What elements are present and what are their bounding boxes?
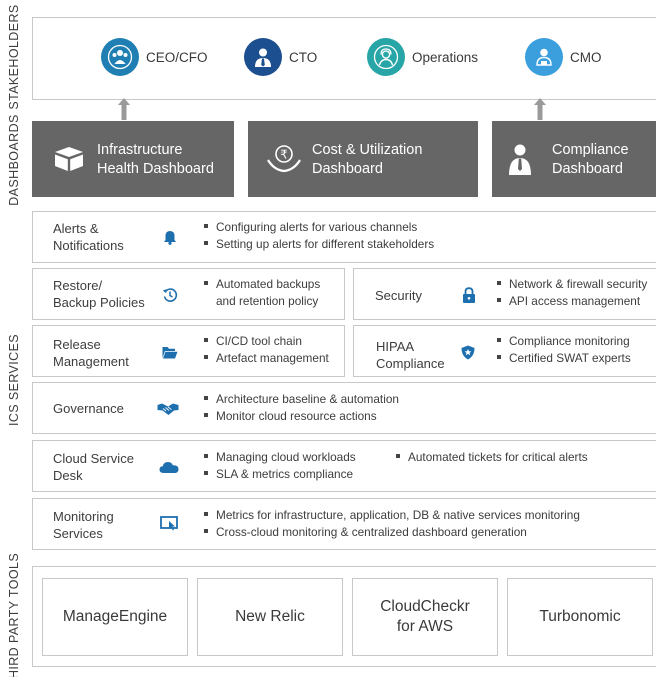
service-bullet: SLA & metrics compliance [204,466,353,483]
stakeholder-name: CMO [570,49,602,65]
service-title: Security [375,288,422,303]
stakeholder-operations: Operations [367,38,478,76]
service-bullet: Artefact management [204,350,329,367]
service-bullet: Setting up alerts for different stakehol… [204,236,434,253]
stakeholder-cmo: CMO [525,38,602,76]
stakeholder-name: Operations [412,49,479,65]
arrow-up-icon [534,98,546,120]
service-bullet: API access management [497,293,640,310]
service-bullet: Architecture baseline & automation [204,391,399,408]
service-bullet: Automated backups [204,276,320,293]
service-bullet: Managing cloud workloads [204,449,356,466]
service-bullet: Compliance monitoring [497,333,630,350]
service-bullet: Certified SWAT experts [497,350,631,367]
stakeholder-cto: CTO [244,38,317,76]
service-bullet-continuation: and retention policy [216,294,319,308]
open-box-icon [52,121,86,197]
service-bullet: Cross-cloud monitoring & centralized das… [204,524,527,541]
monitor-screen-icon [160,515,178,531]
svg-text:₹: ₹ [280,148,288,162]
service-bullet: Metrics for infrastructure, application,… [204,507,580,524]
service-bullet: CI/CD tool chain [204,333,302,350]
shield-icon [460,344,476,360]
person-presenter-icon [525,38,563,76]
person-tie-icon [244,38,282,76]
tool-manageengine: ManageEngine [42,578,188,656]
people-group-icon [101,38,139,76]
service-bullet: Configuring alerts for various channels [204,219,417,236]
tool-new-relic: New Relic [197,578,343,656]
handshake-icon [157,401,179,417]
operator-headset-icon [367,38,405,76]
service-bullet: Monitor cloud resource actions [204,408,377,425]
service-bullet: Network & firewall security [497,276,647,293]
rupee-hand-icon: ₹ [266,121,302,197]
service-bullet: Automated tickets for critical alerts [396,449,588,466]
restore-clock-icon [162,287,178,303]
stakeholder-name: CEO/CFO [146,49,208,65]
service-title: Alerts &Notifications [53,221,124,253]
service-title: Restore/Backup Policies [53,278,145,310]
tool-turbonomic: Turbonomic [507,578,653,656]
stakeholder-name: CTO [289,49,318,65]
cloud-icon [159,459,179,475]
padlock-icon [461,287,477,303]
bell-icon [162,229,178,245]
folder-open-icon [162,344,178,360]
arrow-up-icon [118,98,130,120]
businessman-icon [508,121,532,197]
service-title: Governance [53,401,124,416]
stakeholder-ceo-cfo: CEO/CFO [101,38,208,76]
